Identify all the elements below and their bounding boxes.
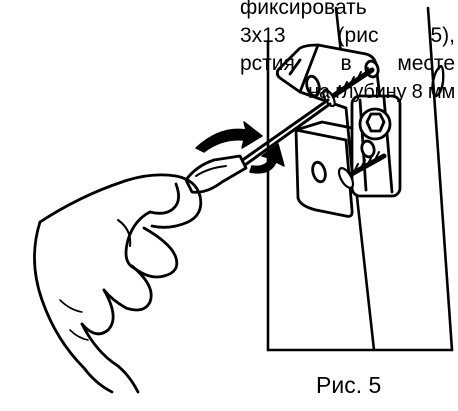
instruction-text: фиксировать 3х13 (рис 5), рстия в месте … bbox=[240, 0, 455, 106]
instruction-line-4: на глубину 8 мм bbox=[308, 81, 455, 103]
hand bbox=[34, 175, 200, 392]
hinge bbox=[277, 45, 400, 216]
figure-caption: Рис. 5 bbox=[316, 372, 382, 398]
screwdriver bbox=[186, 100, 330, 192]
rotation-arrow-icon bbox=[196, 122, 284, 173]
instruction-line-2: 3х13 (рис 5), bbox=[240, 24, 455, 47]
lower-screw bbox=[336, 152, 384, 190]
instruction-line-3: рстия в месте bbox=[240, 52, 455, 75]
upper-screw bbox=[321, 68, 372, 108]
instruction-line-1: фиксировать bbox=[240, 0, 367, 19]
